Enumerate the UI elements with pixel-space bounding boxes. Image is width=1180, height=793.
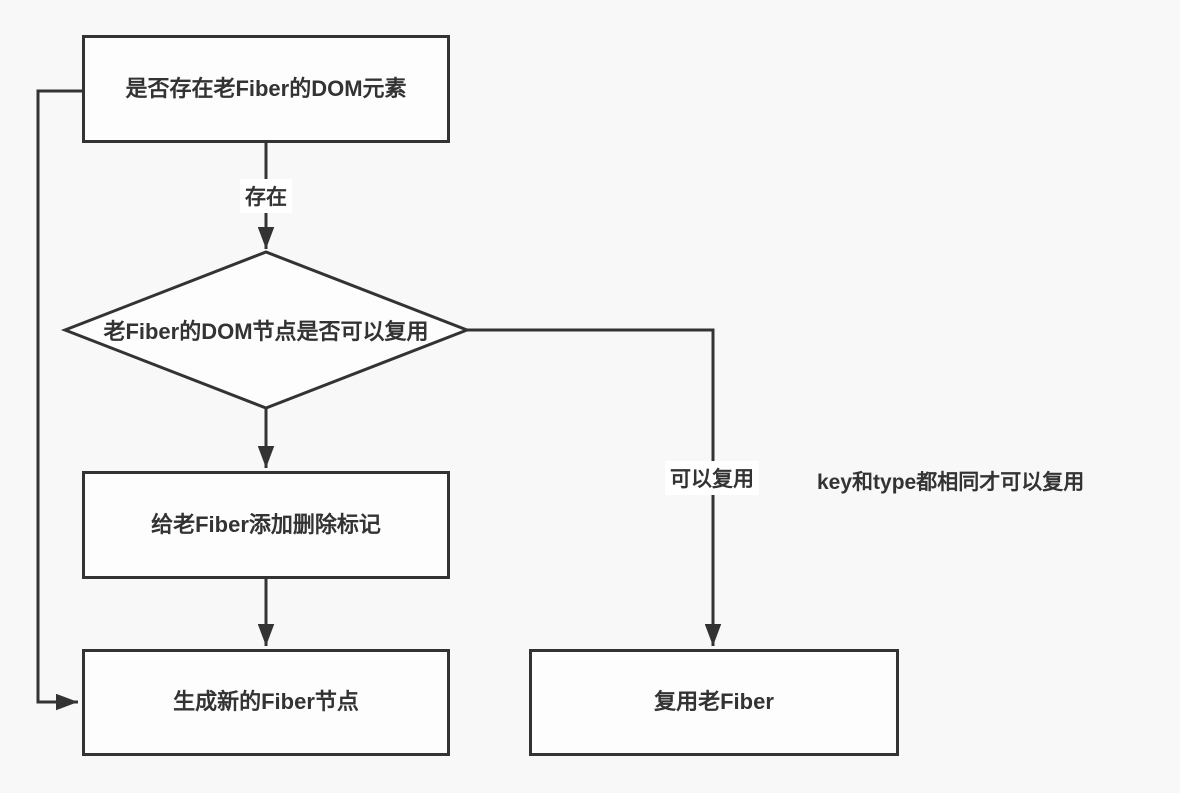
node-check-old-fiber-dom-label: 是否存在老Fiber的DOM元素 (125, 75, 407, 101)
edge-label-reusable: 可以复用 (665, 461, 759, 495)
node-mark-old-fiber-delete-label: 给老Fiber添加删除标记 (151, 511, 381, 537)
node-can-reuse-decision-label: 老Fiber的DOM节点是否可以复用 (103, 319, 429, 344)
node-reuse-old-fiber: 复用老Fiber (529, 649, 899, 756)
node-reuse-old-fiber-label: 复用老Fiber (654, 689, 774, 715)
edge-loopback-line (36, 89, 82, 711)
node-create-new-fiber-label: 生成新的Fiber节点 (173, 689, 359, 715)
edge-reusable-line (467, 328, 722, 646)
decision-diamond-shape (60, 250, 472, 410)
node-create-new-fiber: 生成新的Fiber节点 (82, 649, 450, 756)
edge-label-exists: 存在 (240, 179, 292, 213)
node-can-reuse-decision: 老Fiber的DOM节点是否可以复用 (54, 300, 478, 360)
node-check-old-fiber-dom: 是否存在老Fiber的DOM元素 (82, 35, 450, 143)
annotation-reuse-condition: key和type都相同才可以复用 (817, 471, 1085, 494)
node-mark-old-fiber-delete: 给老Fiber添加删除标记 (82, 471, 450, 579)
